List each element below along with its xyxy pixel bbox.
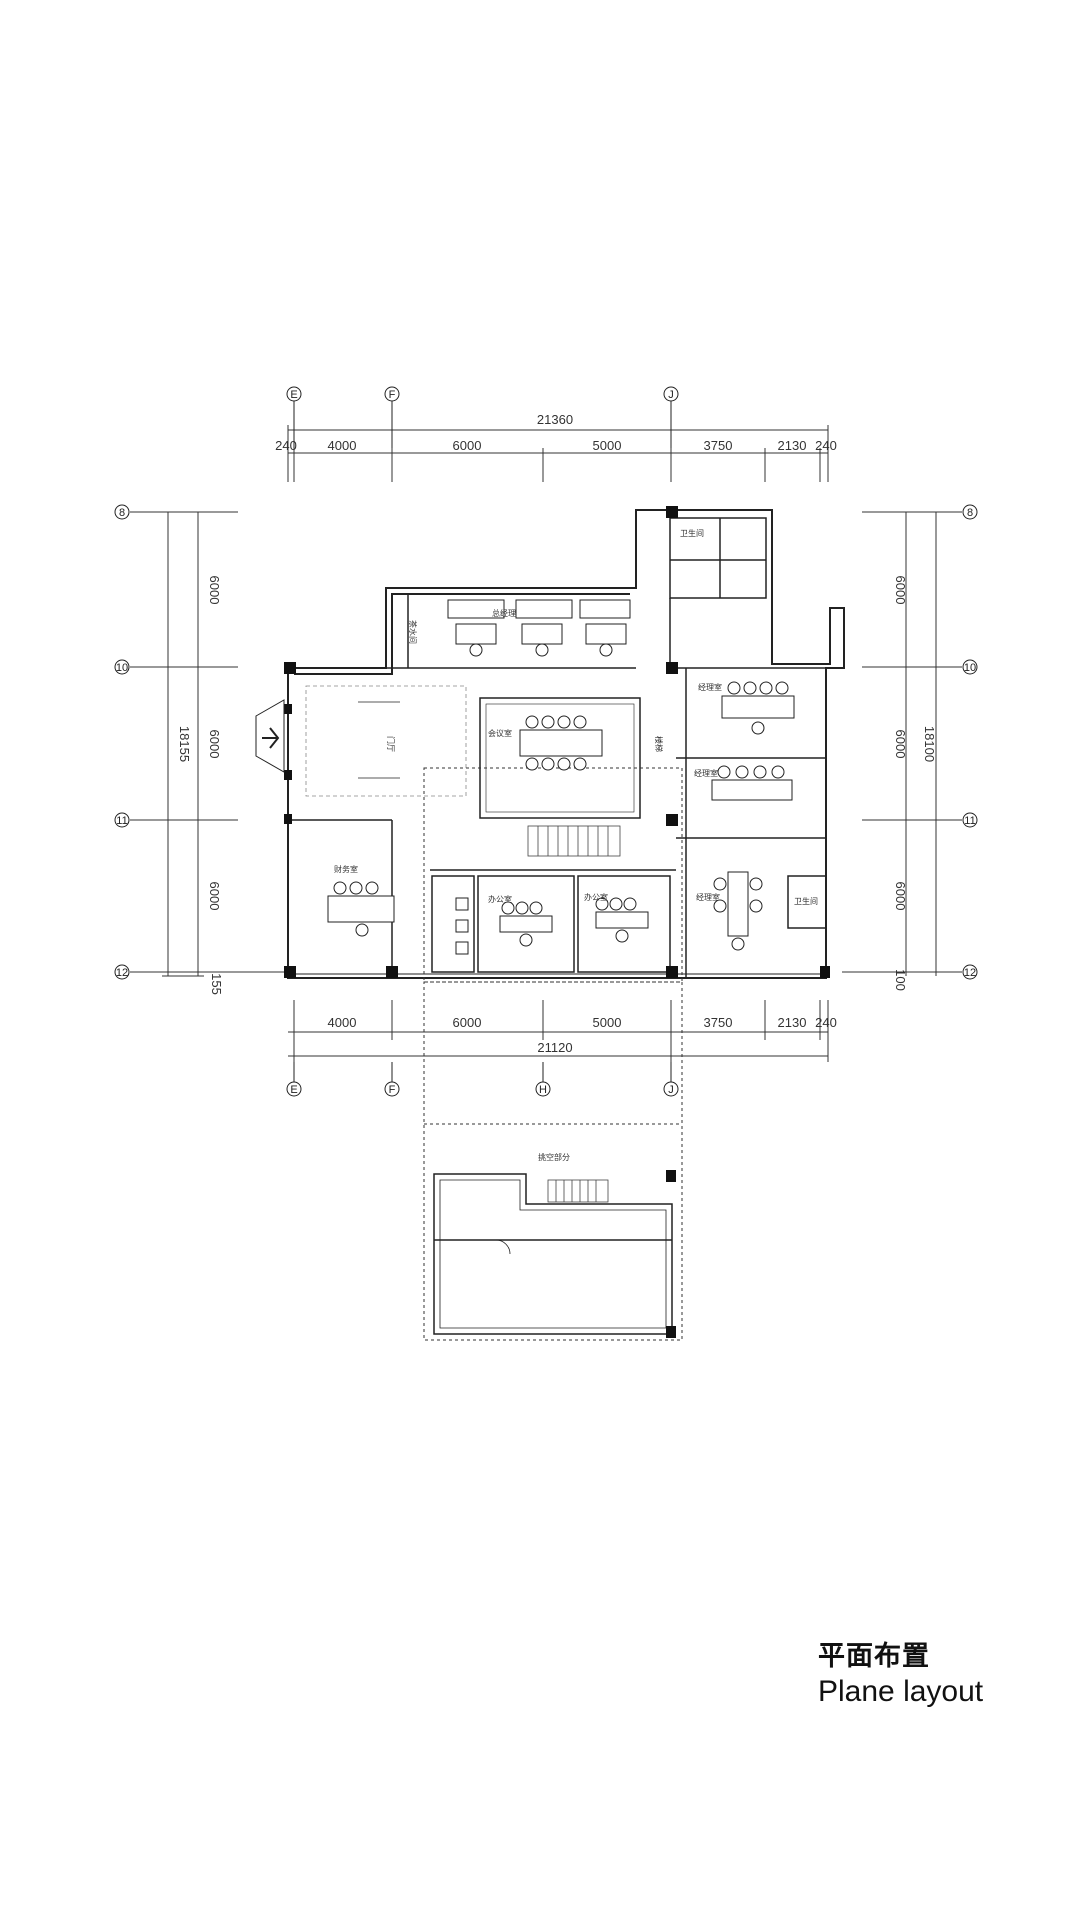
room-office-3: 经理室 [698, 682, 722, 692]
bottom-seg-5: 240 [815, 1015, 837, 1030]
room-stair: 楼梯 [654, 736, 664, 752]
bottom-axis-F: F [389, 1084, 396, 1096]
room-office-1: 总经理 [492, 608, 516, 618]
bottom-seg-2: 5000 [593, 1015, 622, 1030]
left-axis-12: 12 [116, 967, 128, 979]
right-axis-11: 11 [964, 815, 975, 827]
left-dimension-chain [130, 511, 290, 977]
bottom-seg-4: 2130 [778, 1015, 807, 1030]
room-meeting-large: 会议室 [488, 728, 512, 738]
top-seg-2: 6000 [453, 438, 482, 453]
title-block: 平面布置 Plane layout [818, 1640, 983, 1710]
top-dimension-chain [287, 425, 829, 482]
top-seg-0: 240 [275, 438, 297, 453]
right-seg-0: 6000 [893, 576, 908, 605]
left-total-dim: 18155 [177, 726, 192, 762]
title-chinese: 平面布置 [818, 1641, 930, 1672]
top-seg-6: 240 [815, 438, 837, 453]
bottom-seg-0: 4000 [328, 1015, 357, 1030]
structural-columns [284, 506, 830, 978]
left-axis-8: 8 [119, 507, 125, 519]
room-overhang: 挑空部分 [538, 1152, 570, 1162]
top-total-dim: 21360 [537, 412, 573, 427]
annex-walls [433, 1173, 673, 1335]
left-axis-10: 10 [116, 662, 128, 674]
conference-furniture [519, 715, 603, 771]
left-seg-3: 155 [209, 973, 224, 995]
bottom-total-dim: 21120 [537, 1040, 572, 1055]
bottom-seg-3: 3750 [704, 1015, 733, 1030]
top-seg-1: 4000 [328, 438, 357, 453]
bottom-axis-H: H [539, 1084, 547, 1096]
room-pantry: 茶水间 [408, 620, 418, 644]
lobby-ceiling-lines [305, 685, 467, 797]
left-axis-11: 11 [116, 815, 127, 827]
top-axis-J: J [668, 389, 674, 401]
right-grid-axes [962, 504, 978, 980]
south-office-furniture [455, 897, 649, 955]
top-seg-4: 3750 [704, 438, 733, 453]
annex-columns [666, 1170, 676, 1338]
left-seg-1: 6000 [207, 730, 222, 759]
entrance-marker [255, 699, 285, 773]
left-grid-axes [114, 504, 130, 980]
room-lobby: 门厅 [386, 736, 396, 752]
exterior-walls [287, 509, 845, 979]
right-dimension-chain [842, 511, 962, 976]
room-office-5: 办公室 [488, 894, 512, 904]
right-axis-8: 8 [967, 507, 973, 519]
room-office-6: 办公室 [584, 892, 608, 902]
top-seg-3: 5000 [593, 438, 622, 453]
east-office-furniture [711, 681, 795, 951]
right-seg-1: 6000 [893, 730, 908, 759]
top-axis-F: F [389, 389, 396, 401]
room-restroom-1: 卫生间 [680, 528, 704, 538]
right-total-dim: 18100 [922, 726, 937, 762]
left-seg-0: 6000 [207, 576, 222, 605]
bottom-axis-J: J [668, 1084, 674, 1096]
bottom-seg-1: 6000 [453, 1015, 482, 1030]
bottom-axis-E: E [290, 1084, 297, 1096]
top-axis-E: E [290, 389, 297, 401]
room-restroom-2: 卫生间 [794, 896, 818, 906]
right-axis-10: 10 [964, 662, 976, 674]
room-office-7: 经理室 [696, 892, 720, 902]
west-office-furniture [327, 881, 395, 937]
top-grid-axes [286, 386, 679, 448]
top-seg-5: 2130 [778, 438, 807, 453]
interior-walls [288, 517, 827, 978]
north-workstations [447, 599, 631, 657]
bottom-dimension-chain [288, 1000, 829, 1062]
right-seg-2: 6000 [893, 882, 908, 911]
right-seg-3: 100 [893, 969, 908, 991]
main-stair [527, 825, 621, 857]
bottom-grid-axes [286, 1062, 679, 1097]
title-english: Plane layout [818, 1675, 984, 1708]
left-seg-2: 6000 [207, 882, 222, 911]
annex-stair [547, 1179, 609, 1203]
right-axis-12: 12 [964, 967, 976, 979]
room-office-2: 财务室 [334, 864, 358, 874]
room-office-4: 经理室 [694, 768, 718, 778]
